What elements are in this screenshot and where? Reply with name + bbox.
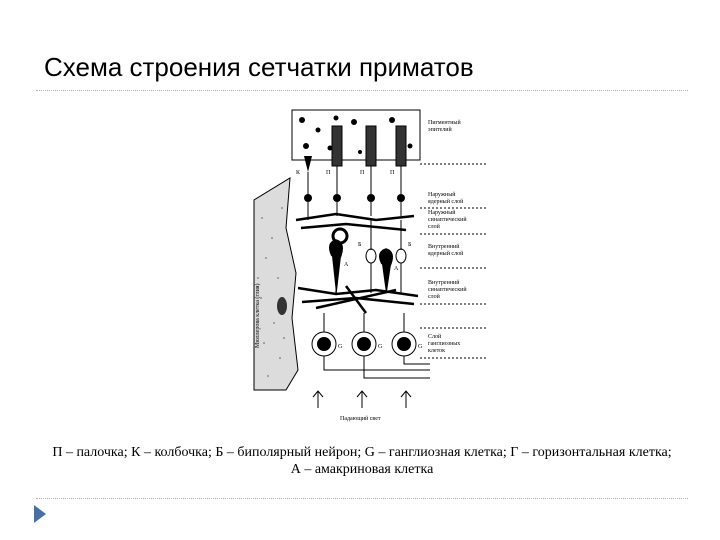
diagram-caption: П – палочка; К – колбочка; Б – биполярны…: [30, 444, 694, 478]
slide-title: Схема строения сетчатки приматов: [44, 52, 474, 82]
cell-label-ganglion: G: [338, 344, 343, 350]
amacrine-cell: [379, 248, 393, 294]
cell-label-ganglion: G: [418, 344, 423, 350]
caption-line: П – палочка; К – колбочка; Б – биполярны…: [52, 445, 672, 460]
next-slide-arrow-icon[interactable]: [34, 505, 46, 523]
outer-synaptic-processes: [295, 212, 415, 232]
cell-label-rod: П: [390, 170, 395, 176]
muller-nucleus: [277, 297, 287, 315]
muller-cell-label: Мюллерова клетка (глия): [254, 283, 261, 348]
amacrine-cell: [329, 239, 343, 294]
cell-label-rod: П: [360, 170, 365, 176]
cell-label-cone: К: [296, 170, 301, 176]
footer-divider: [36, 498, 688, 499]
title-divider: [36, 90, 688, 91]
cone-outer-segment: [304, 156, 312, 172]
layer-label-pigment: Пигментный эпителий: [428, 119, 462, 133]
layer-label-inner-nuclear: Внутренний ядерный слой: [428, 243, 464, 257]
cell-label-amacrine: А: [344, 262, 349, 268]
inner-synaptic-processes: [297, 285, 419, 314]
incident-light-arrows: [312, 390, 412, 408]
layer-label-outer-nuclear: Наружный ядерный слой: [428, 191, 464, 205]
incident-light-label: Падающий свет: [340, 415, 381, 422]
cell-label-bipolar: Б: [408, 242, 412, 248]
cell-label-bipolar: Б: [358, 242, 362, 248]
caption-line: А – амакриновая клетка: [290, 462, 434, 477]
layer-label-inner-synaptic: Внутренний синаптический слой: [428, 279, 468, 300]
cell-label-rod: П: [326, 170, 331, 176]
muller-glia-cell: [253, 177, 299, 391]
layer-label-outer-synaptic: Наружный синаптический слой: [428, 209, 468, 230]
cell-label-ganglion: G: [378, 344, 383, 350]
retina-diagram: Мюллерова клетка (глия): [253, 109, 486, 422]
cell-label-amacrine: А: [394, 266, 399, 272]
layer-label-ganglion: Слой ганглиозных клеток: [428, 333, 462, 354]
